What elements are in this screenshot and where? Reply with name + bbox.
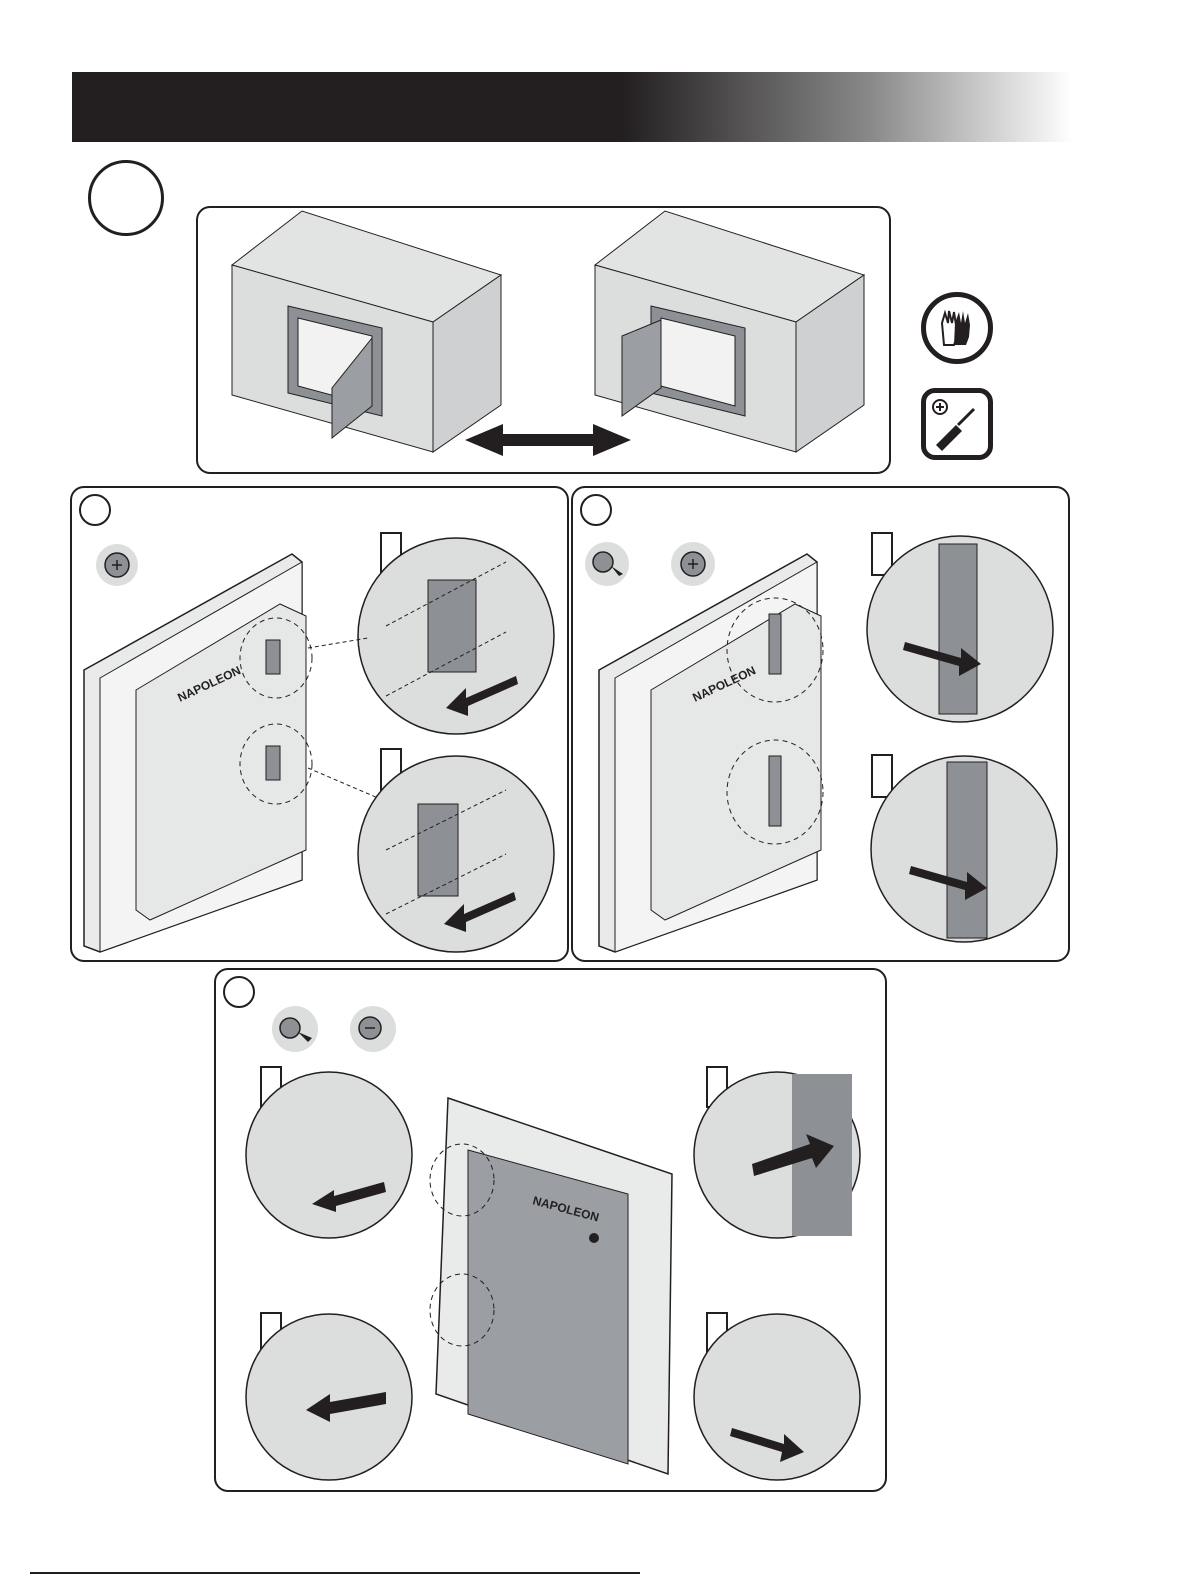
substep-b-detail-1 [865, 534, 1055, 724]
self-tapping-screw-icon [272, 1006, 318, 1052]
substep-b-detail-2 [869, 754, 1059, 944]
door-back-view-c: NAPOLEON [432, 1094, 672, 1484]
door-back-view-a: NAPOLEON [80, 550, 320, 970]
substep-c-circle [223, 976, 255, 1008]
substep-c-detail-1 [244, 1070, 414, 1240]
overview-panel [196, 206, 891, 474]
screwdriver-icon [921, 388, 993, 460]
substep-b-circle [580, 494, 612, 526]
door-back-view-b: NAPOLEON [595, 550, 835, 970]
substep-b-panel: NAPOLEON [571, 486, 1070, 962]
substep-a-circle [79, 494, 111, 526]
footer-rule [30, 1572, 640, 1574]
overview-illustration [198, 208, 893, 476]
substep-c-detail-4 [692, 1312, 862, 1482]
swap-arrow [465, 424, 631, 456]
substep-c-detail-2 [692, 1070, 862, 1240]
substep-a-panel: NAPOLEON [70, 486, 569, 962]
gloves-icon [921, 292, 993, 364]
substep-c-panel: NAPOLEON [214, 968, 887, 1492]
step-number-circle [88, 160, 164, 236]
header-bar [72, 72, 1072, 142]
screw-icon [350, 1006, 396, 1052]
substep-c-detail-3 [244, 1312, 414, 1482]
